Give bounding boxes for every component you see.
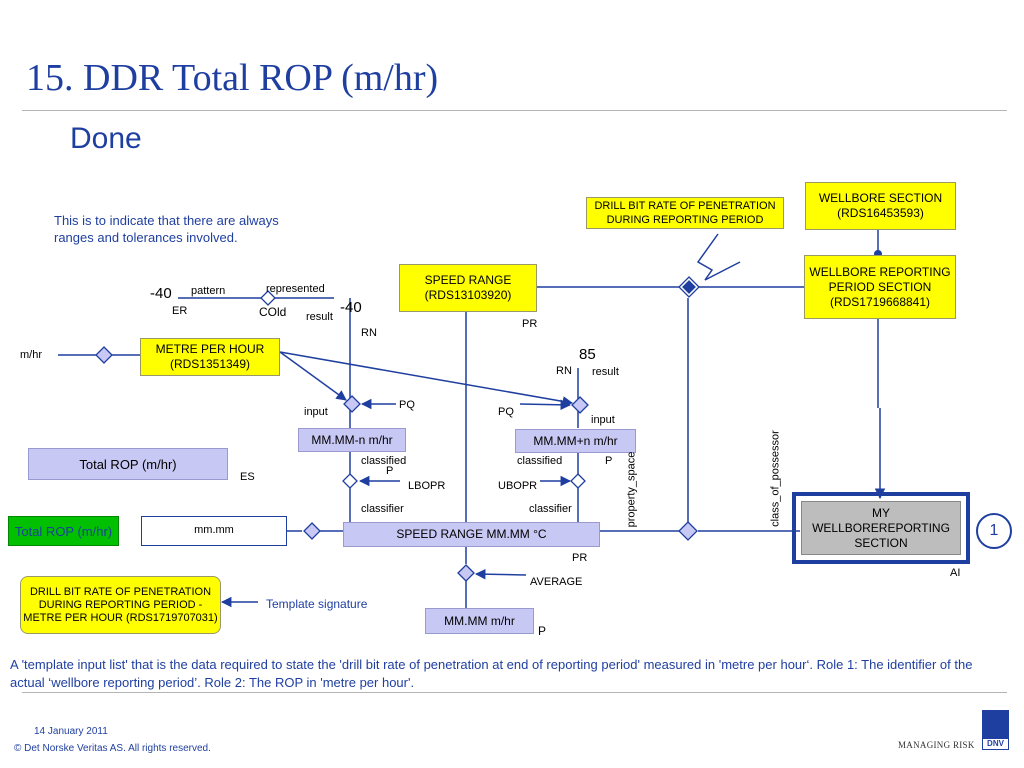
possessor-diamond <box>678 521 698 541</box>
template-signature-label: Template signature <box>266 597 368 611</box>
pq-left-label: PQ <box>399 399 415 411</box>
zigzag-line <box>696 233 741 281</box>
classifier-left-diamond <box>342 473 358 489</box>
mm-input-field[interactable]: mm.mm <box>141 516 287 546</box>
minus40-right-label: -40 <box>340 299 362 316</box>
ubopr-label: UBOPR <box>498 480 538 492</box>
result-left-label: result <box>306 311 333 323</box>
mph-to-left-arrow <box>279 351 347 401</box>
p-right-label: P <box>605 455 613 467</box>
rn-right-label: RN <box>556 365 572 377</box>
page-title: 15. DDR Total ROP (m/hr) <box>26 57 439 99</box>
er-label: ER <box>172 305 188 317</box>
mhr-diamond <box>95 346 113 364</box>
value-85-label: 85 <box>579 346 596 363</box>
mm-minus-box: MM.MM-n m/hr <box>298 428 406 452</box>
classified-right-label: classified <box>517 455 563 467</box>
mm-average-box: MM.MM m/hr <box>425 608 534 634</box>
input-left-label: input <box>304 406 328 418</box>
ai-label: AI <box>950 567 961 579</box>
classified-left-label: classified <box>361 455 407 467</box>
footer-date: 14 January 2011 <box>34 726 108 737</box>
my-wellbore-box: MY WELLBOREREPORTING SECTION <box>801 501 961 555</box>
minus40-left-label: -40 <box>150 285 172 302</box>
classifier-right-label: classifier <box>529 503 572 515</box>
pq-right-label: PQ <box>498 406 514 418</box>
role-badge: 1 <box>976 513 1012 549</box>
lbopr-label: LBOPR <box>408 480 446 492</box>
pattern-label: pattern <box>191 285 226 297</box>
input-right-diamond <box>571 396 589 414</box>
average-diamond <box>457 564 475 582</box>
footer-copyright: © Det Norske Veritas AS. All rights rese… <box>14 743 211 754</box>
template-box: DRILL BIT RATE OF PENETRATION DURING REP… <box>20 576 221 634</box>
pattern-diamond <box>260 290 276 306</box>
es-label: ES <box>240 471 255 483</box>
classifier-left-label: classifier <box>361 503 404 515</box>
range-note: This is to indicate that there are alway… <box>54 213 279 245</box>
dnv-logo-text: DNV <box>982 738 1009 750</box>
input-left-diamond <box>343 395 361 413</box>
input-right-label: input <box>591 414 615 426</box>
cold-label: COld <box>259 305 287 319</box>
drill-bit-rate-box: DRILL BIT RATE OF PENETRATION DURING REP… <box>586 197 784 229</box>
mm-plus-box: MM.MM+n m/hr <box>515 429 636 453</box>
total-rop-box: Total ROP (m/hr) <box>28 448 228 480</box>
rn-left-label: RN <box>361 327 377 339</box>
dnv-logo: DNV <box>982 710 1009 750</box>
my-wellbore-frame <box>792 492 970 564</box>
wellbore-reporting-box: WELLBORE REPORTING PERIOD SECTION (RDS17… <box>804 255 956 319</box>
mm-diamond <box>303 522 321 540</box>
speed-range-mm-box: SPEED RANGE MM.MM °C <box>343 522 600 547</box>
subtitle: Done <box>70 122 142 155</box>
top-divider <box>22 110 1007 111</box>
average-arrow <box>474 568 527 580</box>
classifier-right-diamond <box>570 473 586 489</box>
metre-per-hour-box: METRE PER HOUR (RDS1351349) <box>140 338 280 376</box>
speed-range-box: SPEED RANGE (RDS13103920) <box>399 264 537 312</box>
wellbore-section-box: WELLBORE SECTION (RDS16453593) <box>805 182 956 230</box>
pr-top-label: PR <box>522 318 538 330</box>
p-bottom-label: P <box>538 624 547 638</box>
reporting-diamond-inner <box>682 280 696 294</box>
p-left-label: P <box>386 465 394 477</box>
result-right-label: result <box>592 366 619 378</box>
total-rop-green-box: Total ROP (m/hr) <box>8 516 119 546</box>
average-label: AVERAGE <box>530 576 583 588</box>
mhr-label: m/hr <box>20 349 42 361</box>
managing-risk-tagline: MANAGING RISK <box>898 740 975 750</box>
represented-label: represented <box>266 283 325 295</box>
pq-right-arrow <box>519 399 572 411</box>
pr-bottom-label: PR <box>572 552 588 564</box>
property-space-label: property_space <box>625 451 638 528</box>
bottom-divider <box>22 692 1007 693</box>
caption: A 'template input list' that is the data… <box>10 657 973 690</box>
class-of-possessor-label: class_of_possessor <box>769 430 782 527</box>
mph-to-right-arrow <box>279 351 574 407</box>
